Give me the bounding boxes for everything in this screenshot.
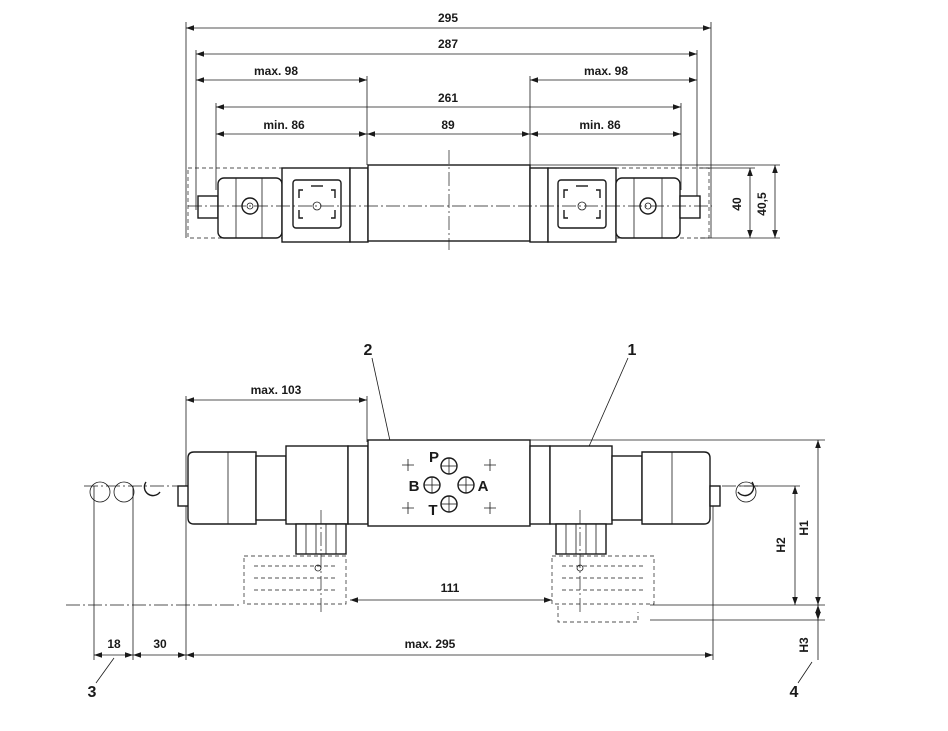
valve-port-a-icon [457, 476, 475, 494]
dim-center-span-261: 261 [438, 91, 458, 105]
front-right-plug-connector [551, 523, 655, 623]
front-right-solenoid [529, 445, 711, 525]
left-connector-pins-icon [298, 185, 336, 219]
callout-4-leader [797, 661, 813, 684]
dim-connector-span-111: 111 [441, 581, 460, 595]
callout-3-leader [95, 657, 115, 684]
callout-1-leader [582, 357, 629, 461]
dim-height-40: 40 [730, 197, 744, 211]
front-dimension-lines [94, 397, 821, 660]
dim-height-40-5: 40,5 [755, 192, 769, 216]
callout-1: 1 [628, 342, 637, 359]
valve-port-p-icon [440, 457, 458, 475]
dim-overall-max-295: max. 295 [405, 637, 456, 651]
front-left-plug-connector [243, 523, 347, 605]
dim-left-max-103: max. 103 [251, 383, 302, 397]
dim-right-min-86: min. 86 [579, 118, 621, 132]
dim-h1: H1 [797, 520, 811, 536]
callout-2-leader [371, 357, 393, 451]
valve-port-t-icon [440, 495, 458, 513]
dim-h2: H2 [774, 537, 788, 553]
top-view: 295 287 max. 98 max. 98 261 min. 86 89 m… [185, 11, 780, 250]
callout-2: 2 [364, 342, 373, 359]
right-connector-pins-icon [563, 185, 601, 219]
dim-right-max-98: max. 98 [584, 64, 628, 78]
top-right-solenoid [529, 167, 701, 243]
dim-body-89: 89 [441, 118, 455, 132]
dim-h3: H3 [797, 637, 811, 653]
front-view: max. 103 44 111 18 30 max. 295 H1 H2 H3 … [66, 342, 825, 701]
port-label-b: B [409, 478, 420, 495]
port-label-a: A [478, 478, 489, 495]
front-left-cable [89, 481, 191, 507]
dim-housing-287: 287 [438, 37, 458, 51]
top-dimension-lines [186, 25, 778, 238]
callout-4: 4 [790, 684, 799, 701]
dim-overall-295: 295 [438, 11, 458, 25]
callout-3: 3 [88, 684, 97, 701]
top-left-solenoid [197, 167, 369, 243]
dim-left-min-86: min. 86 [263, 118, 305, 132]
front-valve-body: P B A T [367, 439, 531, 527]
front-right-cable [709, 481, 757, 507]
front-extension-lines [93, 396, 825, 660]
port-label-p: P [429, 449, 439, 466]
valve-port-b-icon [423, 476, 441, 494]
dim-left-max-98: max. 98 [254, 64, 298, 78]
top-extension-lines [185, 22, 780, 239]
mounting-holes-icon [402, 459, 496, 514]
dim-offset-30: 30 [153, 637, 167, 651]
dim-offset-18: 18 [107, 637, 121, 651]
port-label-t: T [428, 502, 437, 519]
front-left-solenoid [187, 445, 369, 525]
